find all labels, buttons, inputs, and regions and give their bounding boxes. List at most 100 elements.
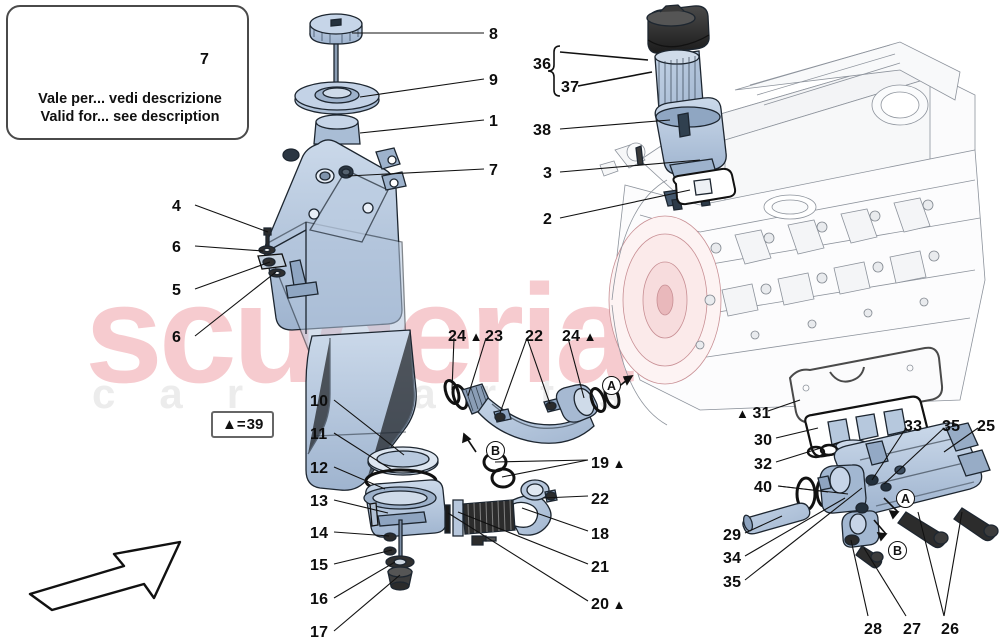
callout-40: 40	[754, 479, 773, 496]
leader-line-30	[775, 427, 819, 439]
leader-line-40b	[777, 485, 849, 495]
legend-triangle-39: ▲=39	[211, 411, 275, 438]
leader-line-26a	[917, 511, 945, 617]
leader-line-16	[333, 561, 396, 599]
leader-line-17	[333, 574, 401, 632]
callout-34: 34	[723, 550, 742, 567]
callout-26: 26	[941, 621, 960, 638]
leader-line-34	[744, 497, 846, 557]
callout-29: 29	[723, 527, 742, 544]
callout-16: 16	[310, 591, 329, 608]
leader-line-26b	[943, 511, 963, 617]
leader-line-7	[347, 168, 485, 177]
tank-outlet-stack	[363, 446, 447, 591]
callout-23: 23	[485, 328, 504, 345]
leader-line-22a	[499, 337, 528, 414]
leader-line-3	[559, 159, 701, 173]
callout-28: 28	[864, 621, 883, 638]
leader-line-32	[775, 441, 841, 463]
callout-8: 8	[489, 26, 499, 43]
callout-6: 6	[172, 239, 182, 256]
leader-line-28	[850, 539, 869, 617]
callout-22: 22	[525, 328, 544, 345]
callout-2: 2	[543, 211, 553, 228]
leader-line-23	[467, 337, 487, 397]
leader-line-38	[559, 119, 671, 130]
callout-38: 38	[533, 122, 552, 139]
leader-line-22c	[542, 495, 589, 499]
callout-6: 6	[172, 329, 182, 346]
vehicle-direction-arrow	[28, 540, 182, 612]
callout-21: 21	[591, 559, 610, 576]
leader-line-15	[333, 549, 393, 565]
callout-14: 14	[310, 525, 329, 542]
callout-24: 24 ▲	[448, 328, 483, 345]
leader-line-22b	[526, 337, 551, 405]
leader-line-19b	[501, 459, 589, 478]
leader-line-27	[863, 547, 907, 617]
legend-equals: =	[236, 416, 247, 433]
section-marker-A-bottom: A	[896, 489, 915, 508]
leader-line-29	[744, 515, 783, 534]
callout-4: 4	[172, 198, 182, 215]
leader-line-20	[447, 512, 589, 602]
leader-line-6	[194, 271, 277, 337]
callout-9: 9	[489, 72, 499, 89]
oil-filter-assembly	[635, 4, 737, 211]
leader-line-35b	[883, 427, 945, 485]
leader-line-35	[744, 487, 863, 581]
callout-7: 7	[489, 162, 499, 179]
callout-33: 33	[904, 418, 923, 435]
callout-17: 17	[310, 624, 329, 641]
callout-36: 36	[533, 56, 552, 73]
leader-line-9	[359, 78, 485, 98]
section-marker-A-top: A	[602, 376, 621, 395]
inset-caption-en: Valid for... see description	[40, 108, 220, 125]
callout-1: 1	[489, 113, 499, 130]
leader-line-1	[359, 119, 485, 134]
leader-line-31	[767, 399, 801, 412]
leader-line-5	[194, 261, 271, 290]
leader-line-2	[559, 189, 691, 219]
callout-19: 19 ▲	[591, 455, 626, 472]
leader-line-24	[451, 337, 455, 391]
upper-oil-pipe	[443, 379, 621, 444]
leader-line-19a	[494, 459, 589, 463]
legend-value: 39	[246, 416, 264, 433]
callout-20: 20 ▲	[591, 596, 626, 613]
legend-triangle-glyph: ▲	[222, 416, 237, 433]
leader-line-25	[943, 427, 979, 453]
callout-11: 11	[310, 426, 328, 443]
section-marker-B-top: B	[486, 441, 505, 460]
leader-line-14	[333, 531, 390, 537]
callout-30: 30	[754, 432, 773, 449]
leader-line-33	[871, 427, 907, 481]
leader-line-21	[457, 511, 589, 565]
callout-3: 3	[543, 165, 553, 182]
callout-12: 12	[310, 460, 329, 477]
callout-7: 7	[200, 51, 210, 68]
callout-15: 15	[310, 557, 329, 574]
bracket-36-37	[547, 45, 653, 97]
callout-31: ▲ 31	[736, 405, 771, 422]
leader-line-18	[521, 507, 589, 532]
detail-inset-box: Vale per... vedi descrizione Valid for..…	[6, 5, 249, 140]
callout-5: 5	[172, 282, 182, 299]
callout-35: 35	[723, 574, 742, 591]
callout-22: 22	[591, 491, 610, 508]
leader-line-6	[194, 245, 264, 252]
leader-lines	[109, 32, 979, 632]
oil-tank-assembly	[257, 13, 417, 491]
lower-flex-hose	[444, 451, 558, 546]
inset-caption-it: Vale per... vedi descrizione	[38, 91, 222, 107]
callout-18: 18	[591, 526, 610, 543]
callout-35: 35	[942, 418, 961, 435]
callout-27: 27	[903, 621, 922, 638]
inset-caption: Vale per... vedi descrizione Valid for..…	[16, 91, 244, 126]
callout-10: 10	[310, 393, 329, 410]
callout-24: 24 ▲	[562, 328, 597, 345]
leader-line-4	[194, 204, 269, 233]
callout-32: 32	[754, 456, 773, 473]
